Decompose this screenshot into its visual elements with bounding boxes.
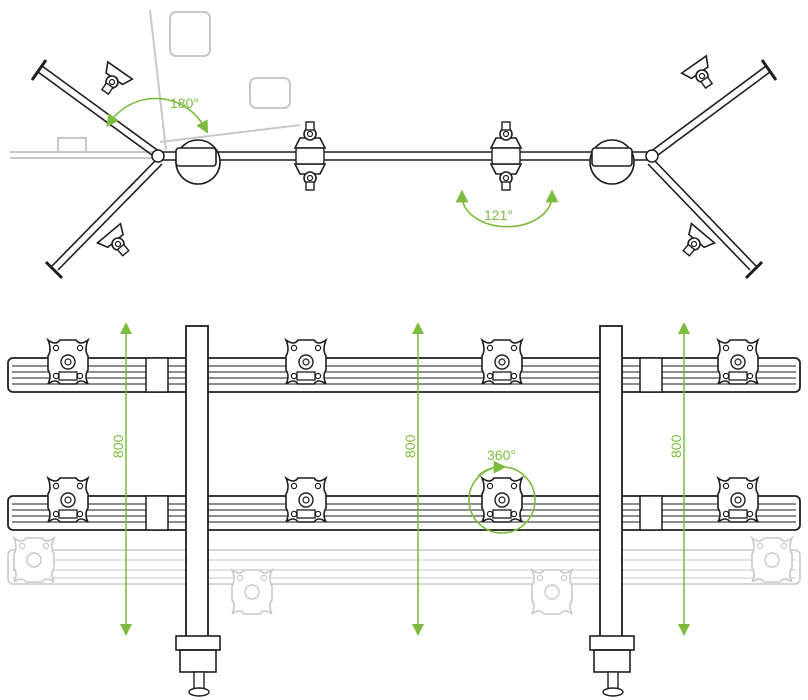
rotation-indicator: 360° <box>468 447 536 534</box>
lower-bar <box>7 495 801 531</box>
left-arm-lower <box>44 159 163 280</box>
height-label-center: 800 <box>402 434 418 458</box>
top-mount-4 <box>490 163 522 191</box>
right-clamp-block <box>591 147 633 167</box>
ghost-bar <box>7 537 801 615</box>
right-mount-upper <box>680 55 722 96</box>
top-view: 180° 121° <box>10 9 778 280</box>
angle-label-180: 180° <box>170 95 199 111</box>
height-label-left: 800 <box>110 434 126 458</box>
vesa-plate-upper-4 <box>717 339 759 385</box>
right-pole <box>589 325 635 697</box>
vesa-plate-upper-1 <box>47 339 89 385</box>
angle-arc-121: 121° <box>455 189 559 228</box>
vesa-plate-lower-2 <box>285 477 327 523</box>
top-mount-3 <box>490 121 522 149</box>
vesa-plate-lower-3 <box>481 477 523 523</box>
vesa-plate-upper-2 <box>285 339 327 385</box>
front-view: 360° 800 800 800 <box>7 322 801 697</box>
left-mount-lower <box>96 222 139 264</box>
height-dimension-left: 800 <box>110 322 132 636</box>
angle-arc-180: 180° <box>106 95 209 134</box>
left-pole <box>175 325 221 697</box>
vesa-plate-lower-4 <box>717 477 759 523</box>
right-mount-lower <box>673 222 716 264</box>
upper-bar <box>7 357 801 393</box>
right-arm-lower <box>647 159 764 280</box>
angle-label-121: 121° <box>484 207 513 223</box>
top-mount-2 <box>294 163 326 191</box>
left-mount-upper <box>92 61 134 102</box>
height-dimension-center: 800 <box>402 322 424 636</box>
left-clamp-block <box>175 147 217 167</box>
height-label-right: 800 <box>668 434 684 458</box>
left-arm-upper <box>30 59 161 159</box>
right-arm-upper <box>649 59 778 159</box>
top-beam <box>160 151 650 161</box>
vesa-plate-lower-1 <box>47 477 89 523</box>
rotation-label: 360° <box>487 447 516 463</box>
height-dimension-right: 800 <box>668 322 690 636</box>
ghost-positions <box>10 9 301 159</box>
vesa-plate-upper-3 <box>481 339 523 385</box>
